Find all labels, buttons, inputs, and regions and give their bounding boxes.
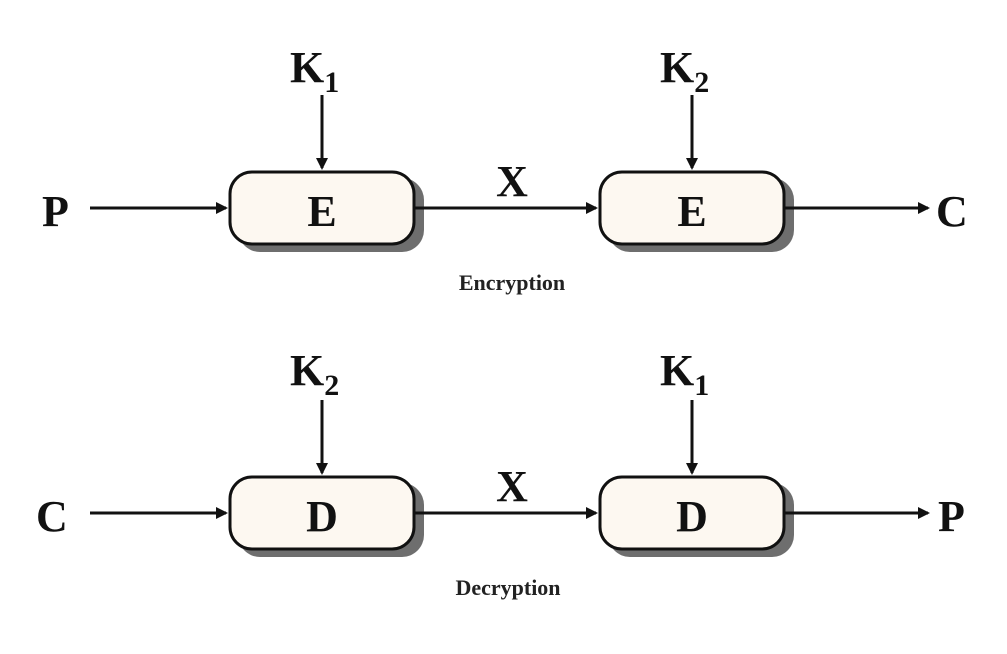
- decryption-row: D K2 D K1 C X P Decryption: [36, 346, 965, 600]
- encrypt-box-2-label: E: [677, 187, 706, 236]
- decrypt-box-2-label: D: [676, 492, 708, 541]
- decrypt-output-label: P: [938, 492, 965, 541]
- decrypt-input-label: C: [36, 492, 68, 541]
- decryption-caption: Decryption: [455, 575, 560, 600]
- encryption-row: E K1 E K2 P X C Encryption: [42, 43, 968, 295]
- encryption-caption: Encryption: [459, 270, 565, 295]
- encryption-stage-1: E K1: [228, 43, 424, 252]
- encrypt-output-label: C: [936, 187, 968, 236]
- decrypt-key-2: K1: [660, 346, 709, 402]
- decrypt-key-1: K2: [290, 346, 339, 402]
- decrypt-intermediate-label: X: [496, 462, 528, 511]
- decryption-stage-1: D K2: [228, 346, 424, 557]
- encrypt-key-2: K2: [660, 43, 709, 99]
- decryption-stage-2: D K1: [598, 346, 794, 557]
- decrypt-box-1-label: D: [306, 492, 338, 541]
- encrypt-key-1: K1: [290, 43, 339, 99]
- encrypt-box-1-label: E: [307, 187, 336, 236]
- encryption-stage-2: E K2: [598, 43, 794, 252]
- encrypt-intermediate-label: X: [496, 157, 528, 206]
- encrypt-input-label: P: [42, 187, 69, 236]
